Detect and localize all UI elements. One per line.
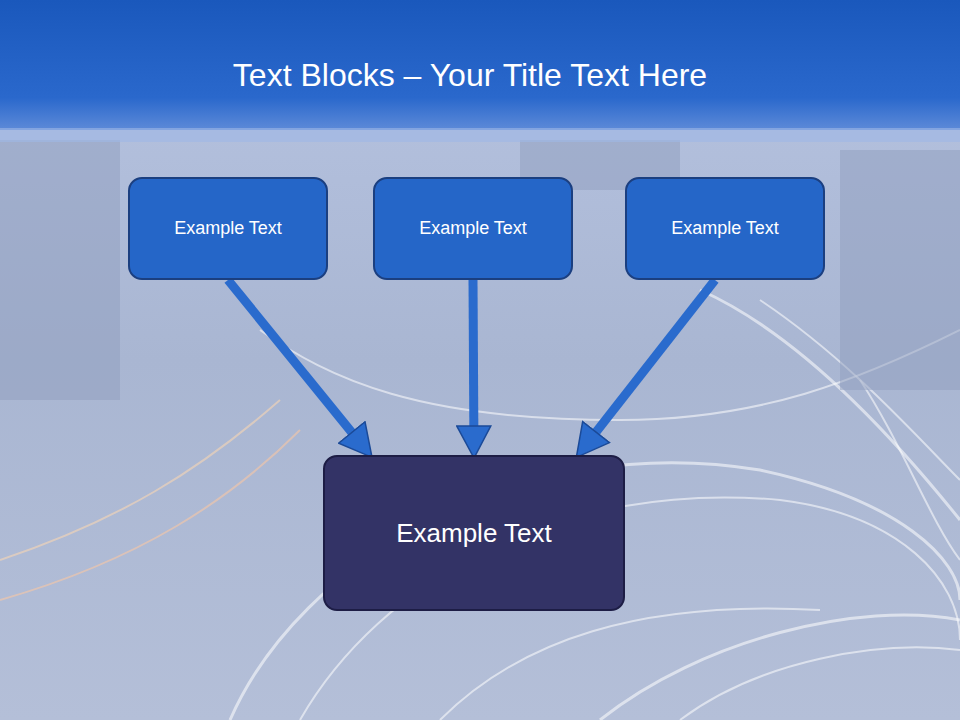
header-fade (0, 128, 960, 142)
text-block: Example Text (373, 177, 573, 280)
header-band (0, 0, 960, 130)
text-block: Example Text (625, 177, 825, 280)
block-text: Example Text (663, 218, 787, 239)
buildings (0, 140, 960, 400)
block-arrow (228, 280, 355, 436)
block-arrow (593, 280, 715, 436)
result-block: Example Text (323, 455, 625, 611)
block-text: Example Text (166, 218, 290, 239)
block-text: Example Text (411, 218, 535, 239)
block-text: Example Text (388, 518, 560, 549)
text-block: Example Text (128, 177, 328, 280)
block-arrow (469, 280, 479, 431)
light-trails (0, 290, 960, 720)
slide-title: Text Blocks – Your Title Text Here (0, 50, 940, 100)
